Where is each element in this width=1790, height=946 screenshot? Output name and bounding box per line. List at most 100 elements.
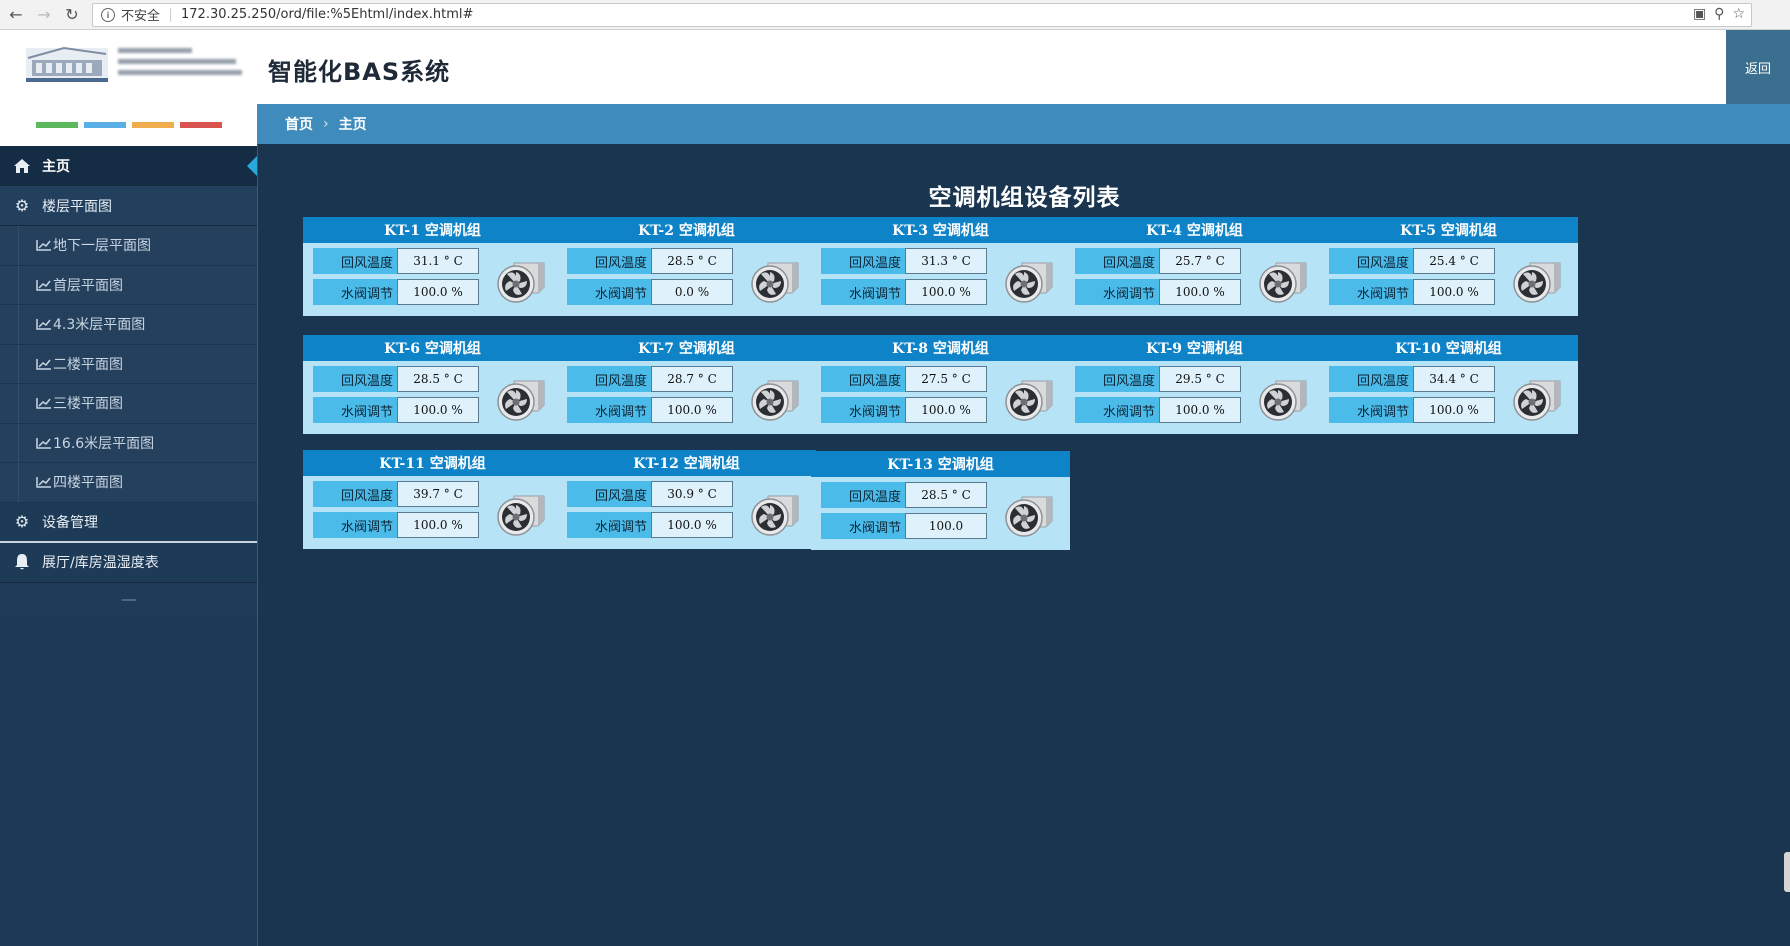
logo [24,44,244,90]
security-label[interactable]: 不安全 [121,9,161,24]
sidebar-subitem-label: 二楼平面图 [53,356,123,373]
valve-label: 水阀调节 [567,279,651,305]
valve-value: 100.0 % [1413,279,1495,305]
ahu-card-title: KT-4 空调机组 [1065,217,1324,243]
valve-value: 100.0 % [905,397,987,423]
sidebar-subitem-floor[interactable]: 三楼平面图 [0,384,257,424]
sidebar-subitem-floor[interactable]: 首层平面图 [0,265,257,305]
return-button[interactable]: 返回 [1726,30,1790,104]
line-chart-icon [36,240,51,251]
color-strip [0,104,257,146]
sidebar-subitem-floor[interactable]: 16.6米层平面图 [0,423,257,463]
color-bar-blue [83,122,126,128]
valve-value: 100.0 % [397,279,479,305]
valve-value: 100.0 [905,513,987,539]
sidebar-subitem-floor[interactable]: 二楼平面图 [0,344,257,384]
info-icon[interactable]: i [101,7,115,22]
ahu-card-title: KT-2 空调机组 [557,217,816,243]
ahu-card-title: KT-5 空调机组 [1319,217,1578,243]
sidebar-subitem-floor[interactable]: 4.3米层平面图 [0,305,257,345]
valve-value: 100.0 % [1159,279,1241,305]
sidebar-collapse-handle[interactable] [0,582,257,617]
zoom-icon[interactable]: ⚲ [1714,5,1725,22]
browser-toolbar: ← → ↻ i 不安全 172.30.25.250/ord/file:%5Eht… [0,0,1790,30]
sidebar-item-floor-plans[interactable]: ⚙ 楼层平面图 [0,186,257,226]
valve-value: 100.0 % [397,512,479,538]
return-temp-value: 30.9 ° C [651,481,733,507]
url-text[interactable]: 172.30.25.250/ord/file:%5Ehtml/index.htm… [181,7,474,22]
fan-icon [748,490,802,538]
color-bar-red [179,122,222,128]
sidebar-item-humidity[interactable]: 展厅/库房温湿度表 [0,542,257,583]
fan-icon [1256,257,1310,305]
line-chart-icon [36,437,51,449]
sidebar-subitem-floor[interactable]: 四楼平面图 [0,463,257,503]
color-bar-green [35,122,78,128]
valve-label: 水阀调节 [1075,397,1159,423]
gear-icon: ⚙ [14,512,30,531]
sidebar-item-equipment[interactable]: ⚙ 设备管理 [0,502,257,543]
return-temp-label: 回风温度 [821,248,905,274]
ahu-card-title: KT-9 空调机组 [1065,335,1324,361]
return-temp-value: 28.5 ° C [905,482,987,508]
forward-arrow-icon[interactable]: → [37,5,51,24]
sidebar-subitem-label: 四楼平面图 [53,475,123,492]
ahu-card-title: KT-7 空调机组 [557,335,816,361]
address-bar[interactable]: i 不安全 172.30.25.250/ord/file:%5Ehtml/ind… [92,2,1752,27]
address-bar-tools: ▣ ⚲ ☆ [1693,6,1745,22]
ahu-card-title: KT-10 空调机组 [1319,335,1578,361]
return-temp-label: 回风温度 [567,248,651,274]
valve-label: 水阀调节 [1329,279,1413,305]
bookmark-star-icon[interactable]: ☆ [1732,5,1745,22]
sidebar-item-label: 设备管理 [42,514,98,531]
return-temp-label: 回风温度 [1075,248,1159,274]
fan-icon [494,257,548,305]
sidebar-subitem-floor[interactable]: 地下一层平面图 [0,226,257,266]
breadcrumb-home-link[interactable]: 首页 [285,117,313,133]
line-chart-icon [36,398,51,409]
back-arrow-icon[interactable]: ← [9,5,23,24]
return-temp-value: 39.7 ° C [397,481,479,507]
ahu-card-title: KT-8 空调机组 [811,335,1070,361]
fan-icon [1002,491,1056,539]
valve-value: 100.0 % [651,512,733,538]
return-temp-value: 27.5 ° C [905,366,987,392]
ahu-card-title: KT-11 空调机组 [303,450,562,476]
valve-value: 100.0 % [905,279,987,305]
return-temp-value: 28.7 ° C [651,366,733,392]
valve-value: 100.0 % [651,397,733,423]
reload-icon[interactable]: ↻ [65,5,79,24]
fan-icon [1002,257,1056,305]
chevron-right-icon: › [323,116,329,132]
line-chart-icon [36,279,51,291]
return-temp-label: 回风温度 [313,248,397,274]
translate-icon[interactable]: ▣ [1692,5,1707,22]
return-temp-label: 回风温度 [567,481,651,507]
sidebar-subitem-label: 地下一层平面图 [53,238,151,255]
scrollbar-handle[interactable] [1784,852,1790,892]
sidebar-item-home[interactable]: 主页 [0,146,257,186]
valve-value: 0.0 % [651,279,733,305]
return-temp-value: 34.4 ° C [1413,366,1495,392]
